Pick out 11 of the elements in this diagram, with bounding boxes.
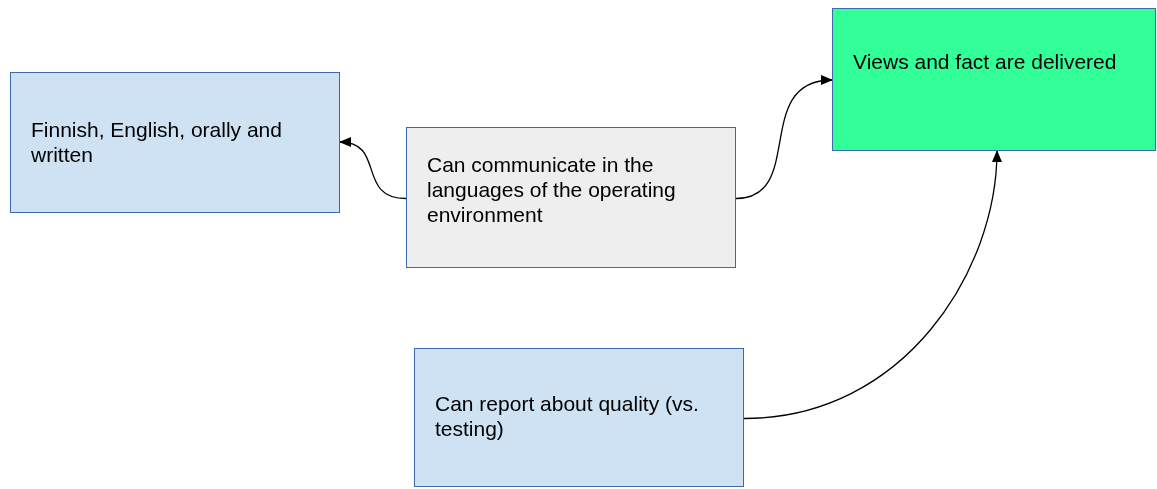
curved-arrow — [339, 138, 407, 200]
box-text: Views and fact are delivered — [853, 49, 1118, 74]
process-box — [406, 127, 736, 268]
process-box — [414, 348, 744, 487]
box-text: Can communicate in the languages of the operating environment — [427, 152, 677, 227]
process-box — [10, 72, 340, 213]
box-text: Finnish, English, orally and written — [31, 117, 283, 167]
curved-arrow — [735, 76, 833, 200]
curved-arrow — [743, 150, 1002, 420]
box-text: Can report about quality (vs. testing) — [435, 391, 700, 441]
process-box — [832, 8, 1156, 151]
